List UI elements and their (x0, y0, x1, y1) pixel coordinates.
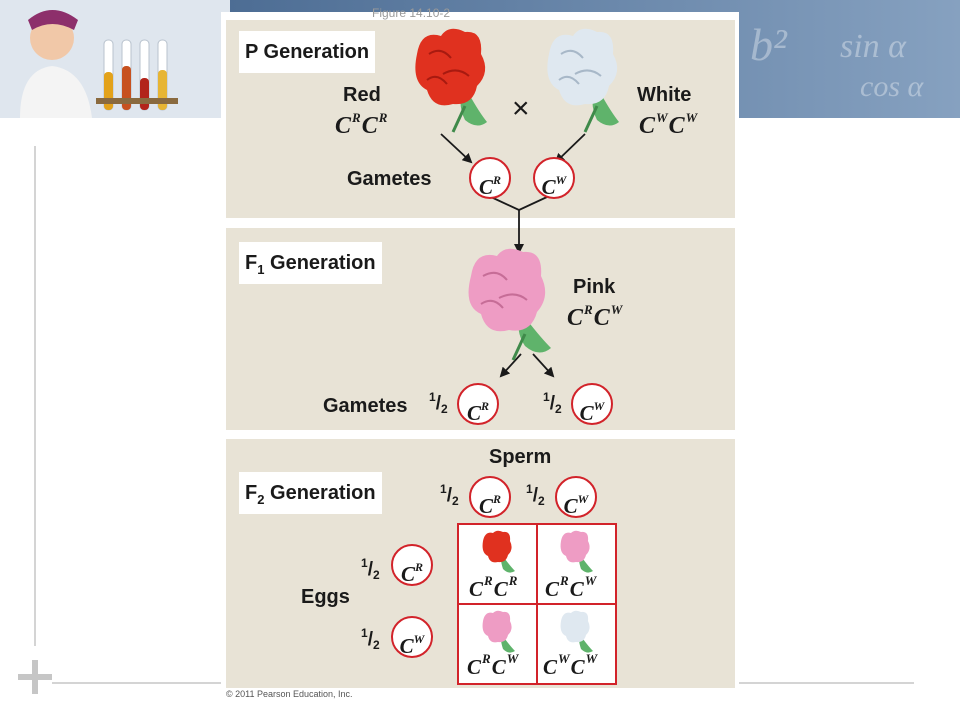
egg-r-fraction: 1/2 (361, 556, 380, 582)
f1-gamete-w-fraction: 1/2 (543, 390, 562, 416)
punnett-square: CRCR CRCW CRCW CWCW (457, 523, 617, 685)
p-gametes-label: Gametes (347, 168, 432, 190)
cross-symbol: × (512, 92, 530, 125)
f1-gamete-circle-r: CWR (457, 383, 499, 425)
punnett-flower-white (560, 610, 593, 653)
sperm-circle-w: CW (555, 476, 597, 518)
punnett-genotype-3: CRCW (467, 651, 519, 679)
pink-genotype: CRCW (567, 302, 623, 331)
figure-caption: Figure 14.10-2 (372, 6, 451, 20)
white-genotype: CWCW (639, 110, 698, 139)
white-flower-image (547, 28, 619, 133)
red-genotype: CRCR (335, 110, 388, 139)
plus-icon (18, 660, 52, 694)
pink-label: Pink (573, 276, 616, 298)
red-label: Red (343, 84, 381, 106)
slide-vertical-rule (34, 146, 36, 646)
gamete-circle-w: CW (533, 157, 575, 199)
scientist-test-tubes-image (0, 0, 230, 118)
sperm-w-fraction: 1/2 (526, 482, 545, 508)
sperm-r-fraction: 1/2 (440, 482, 459, 508)
punnett-genotype-1: CRCR (469, 573, 518, 601)
f1-gamete-r-fraction: 1/2 (429, 390, 448, 416)
punnett-genotype-2: CRCW (545, 573, 597, 601)
punnett-flower-pink-1 (560, 530, 593, 573)
white-label: White (637, 84, 692, 106)
punnett-genotype-4: CWCW (543, 651, 598, 679)
sperm-label: Sperm (489, 446, 552, 468)
header-photo (0, 0, 230, 118)
egg-circle-w: CW (391, 616, 433, 658)
punnett-flower-red (482, 530, 515, 573)
p-generation-title: P Generation (239, 31, 376, 73)
f1-generation-title: F1 Generation (239, 242, 382, 284)
inheritance-figure: Figure 14.10-2 P Generation Red CRCR × (221, 6, 739, 699)
copyright-notice: © 2011 Pearson Education, Inc. (226, 689, 353, 699)
pink-flower-image (468, 248, 551, 361)
sperm-circle-r: CR (469, 476, 511, 518)
fertilization-connector (490, 196, 548, 211)
punnett-flower-pink-2 (482, 610, 515, 653)
red-flower-image (415, 28, 487, 133)
egg-circle-r: CR (391, 544, 433, 586)
arrow-pink-to-gamete-r (499, 353, 522, 378)
arrow-red-to-gamete (440, 133, 473, 164)
arrow-pink-to-gamete-w (532, 353, 555, 378)
f2-generation-title: F2 Generation (239, 472, 382, 514)
f1-gamete-circle-w: CW (571, 383, 613, 425)
f1-gametes-label: Gametes (323, 395, 408, 417)
gamete-circle-r: CR (469, 157, 511, 199)
eggs-label: Eggs (301, 586, 350, 608)
egg-w-fraction: 1/2 (361, 626, 380, 652)
